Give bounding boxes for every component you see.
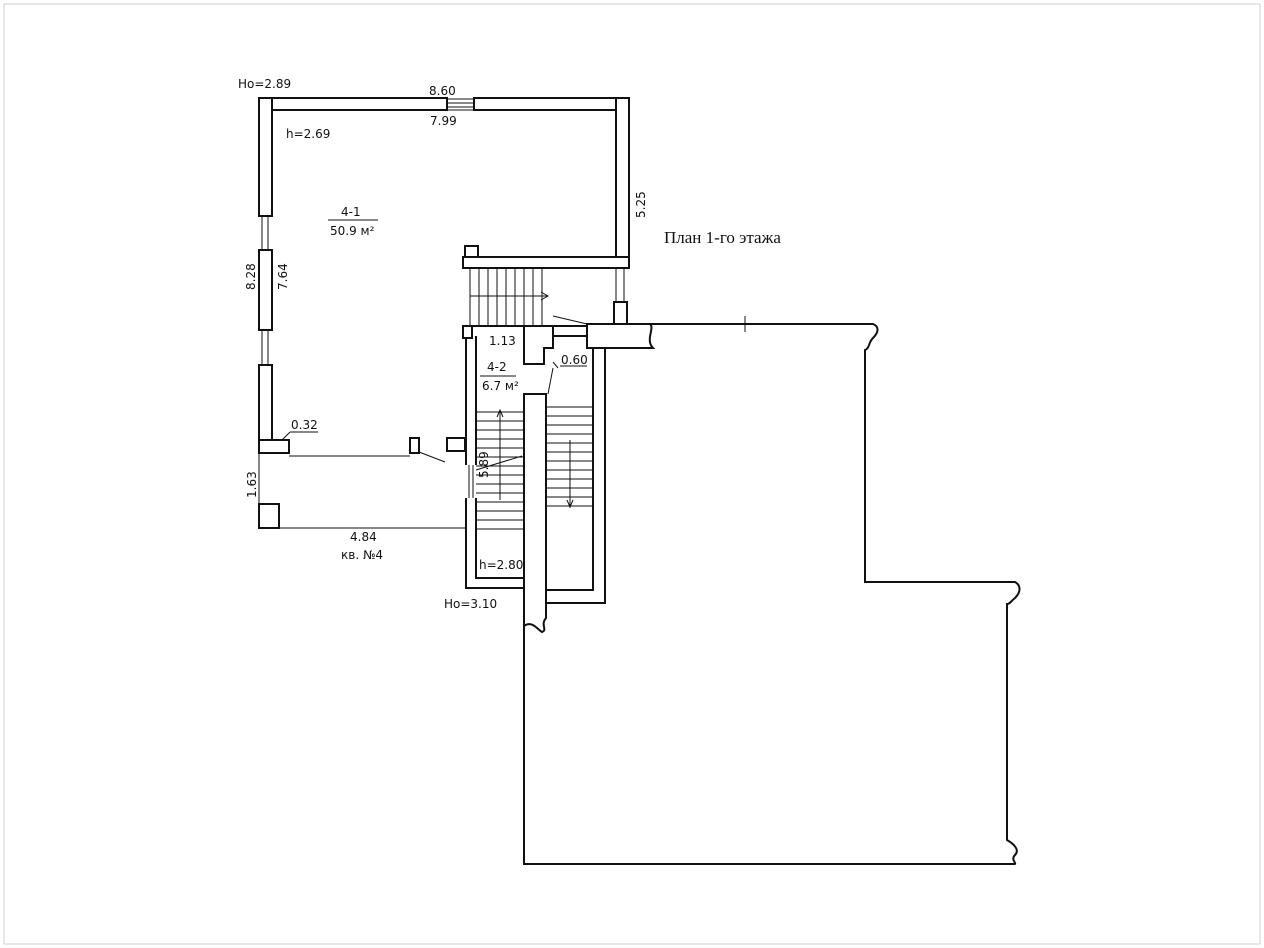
dim-stair-length: 5.89 — [477, 451, 491, 478]
room-4-1-walls — [258, 97, 630, 529]
room-4-2-height: h=2.80 — [479, 558, 523, 572]
room-4-2-area: 6.7 м² — [482, 379, 519, 393]
room-4-2-id: 4-2 — [487, 360, 507, 374]
left-window-upper — [261, 216, 269, 250]
dim-bottom: 4.84 — [350, 530, 377, 544]
apartment-label: кв. №4 — [341, 548, 383, 562]
top-window — [446, 98, 475, 111]
page-frame — [3, 3, 1261, 945]
dim-top-outer: 8.60 — [429, 84, 456, 98]
corridor-slab — [462, 256, 630, 326]
stair-flight-left — [476, 408, 524, 530]
dim-top-inner: 7.99 — [430, 114, 457, 128]
dim-lower-left: 1.63 — [245, 471, 259, 498]
level-top: Ho=2.89 — [238, 77, 291, 91]
stair-flight-right — [475, 406, 593, 509]
room-4-1-id: 4-1 — [341, 205, 361, 219]
dim-stair-block: 0.60 — [561, 353, 588, 367]
labels: Ho=2.89 8.60 7.99 h=2.69 4-1 50.9 м² 5.2… — [238, 77, 781, 611]
room-4-1-area: 50.9 м² — [330, 224, 375, 238]
left-window-lower — [261, 330, 269, 365]
dim-right-wall: 5.25 — [634, 191, 648, 218]
upper-stair — [469, 268, 550, 326]
dim-corner-offset: 0.32 — [291, 418, 318, 432]
dim-left-outer: 8.28 — [244, 263, 258, 290]
building-contour — [523, 316, 1021, 865]
level-bottom: Ho=3.10 — [444, 597, 497, 611]
room-4-1-height: h=2.69 — [286, 127, 330, 141]
stairwell-4-2 — [462, 325, 606, 634]
dim-left-inner: 7.64 — [276, 263, 290, 290]
plan-title: План 1-го этажа — [664, 228, 781, 247]
dim-stair-width: 1.13 — [489, 334, 516, 348]
